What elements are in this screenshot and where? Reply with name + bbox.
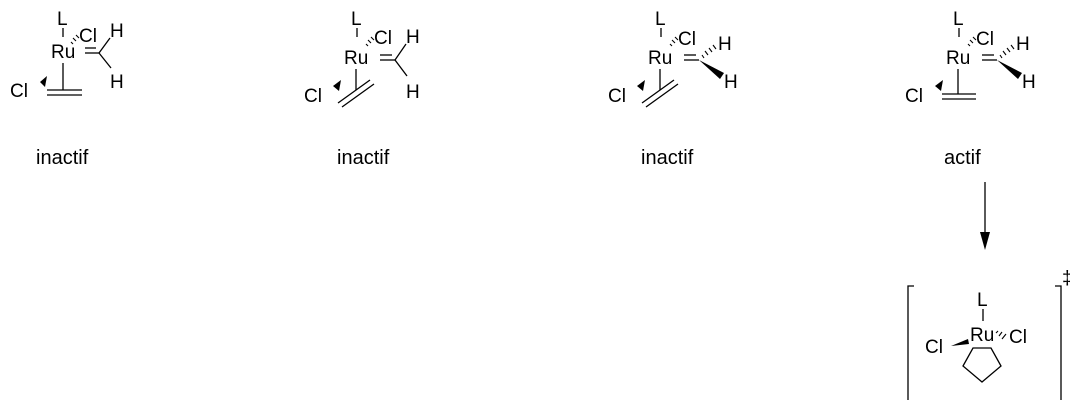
- ruthenium-atom: Ru: [51, 42, 75, 63]
- chloride-lower: Cl: [905, 86, 923, 107]
- hash-bond-ru-cl: [70, 34, 80, 45]
- wedge-bond-ru-cl: [637, 80, 645, 91]
- alkene-bond-a: [641, 79, 675, 104]
- caption-4: actif: [944, 147, 981, 169]
- structure-3: L Ru Cl H H Cl inactif: [608, 9, 738, 169]
- ligand-l: L: [57, 9, 68, 30]
- chloride-lower: Cl: [304, 86, 322, 107]
- hydrogen-lower: H: [406, 82, 420, 103]
- hydrogen-upper: H: [718, 34, 732, 55]
- structure-2: L Ru Cl H H Cl inactif: [304, 9, 420, 169]
- ligand-l: L: [953, 9, 964, 30]
- structure-4: L Ru Cl H H Cl actif: [905, 9, 1036, 169]
- chloride-left: Cl: [925, 337, 943, 358]
- hydrogen-lower: H: [110, 72, 124, 93]
- chloride-upper: Cl: [976, 29, 994, 50]
- hash-bond-ru-cl: [995, 330, 1007, 340]
- wedge-bond-ru-cl: [40, 76, 47, 87]
- double-dagger-symbol: ‡: [1062, 268, 1070, 289]
- transition-state: ‡ L Ru Cl Cl: [907, 268, 1070, 400]
- ruthenium-atom: Ru: [648, 48, 672, 69]
- chloride-upper: Cl: [374, 28, 392, 49]
- hydrogen-upper: H: [110, 21, 124, 42]
- hydrogen-lower: H: [724, 72, 738, 93]
- ruthenium-atom: Ru: [946, 48, 970, 69]
- chloride-lower: Cl: [10, 81, 28, 102]
- chloride-lower: Cl: [608, 86, 626, 107]
- left-bracket: [907, 285, 914, 400]
- wedge-bond-c-h-lower: [997, 60, 1022, 79]
- wedge-bond-ru-cl: [333, 80, 341, 91]
- bond-c-h-upper: [394, 43, 407, 61]
- reaction-arrow: [980, 182, 990, 250]
- alkene-bond-b: [341, 83, 375, 108]
- wedge-bond-c-h-lower: [699, 60, 724, 79]
- chloride-upper: Cl: [79, 26, 97, 47]
- caption-1: inactif: [36, 147, 89, 169]
- ligand-l: L: [977, 290, 988, 311]
- right-bracket: [1055, 285, 1062, 400]
- chloride-upper: Cl: [678, 29, 696, 50]
- caption-2: inactif: [337, 147, 390, 169]
- hash-bond-c-h-upper: [701, 44, 717, 59]
- ligand-l: L: [655, 9, 666, 30]
- wedge-bond-ru-cl: [935, 80, 943, 91]
- ruthenium-atom: Ru: [970, 325, 994, 346]
- alkene-bond-a: [337, 79, 371, 104]
- chloride-right: Cl: [1009, 327, 1027, 348]
- ligand-l: L: [351, 9, 362, 30]
- metallacyclobutane-ring: [962, 347, 1002, 383]
- structure-1: L Ru Cl H H Cl inactif: [10, 9, 124, 169]
- alkene-bond-b: [645, 83, 679, 108]
- hydrogen-upper: H: [406, 27, 420, 48]
- hydrogen-upper: H: [1016, 34, 1030, 55]
- ruthenium-atom: Ru: [344, 48, 368, 69]
- bond-c-h-lower: [394, 59, 408, 77]
- hash-bond-ru-cl: [669, 36, 679, 47]
- hash-bond-ru-cl: [967, 36, 977, 47]
- hash-bond-ru-cl: [365, 36, 375, 47]
- caption-3: inactif: [641, 147, 694, 169]
- bond-c-h-upper: [98, 37, 111, 54]
- wedge-bond-ru-cl: [951, 339, 969, 346]
- bond-c-h-lower: [98, 52, 112, 69]
- hydrogen-lower: H: [1022, 72, 1036, 93]
- hash-bond-c-h-upper: [999, 44, 1015, 59]
